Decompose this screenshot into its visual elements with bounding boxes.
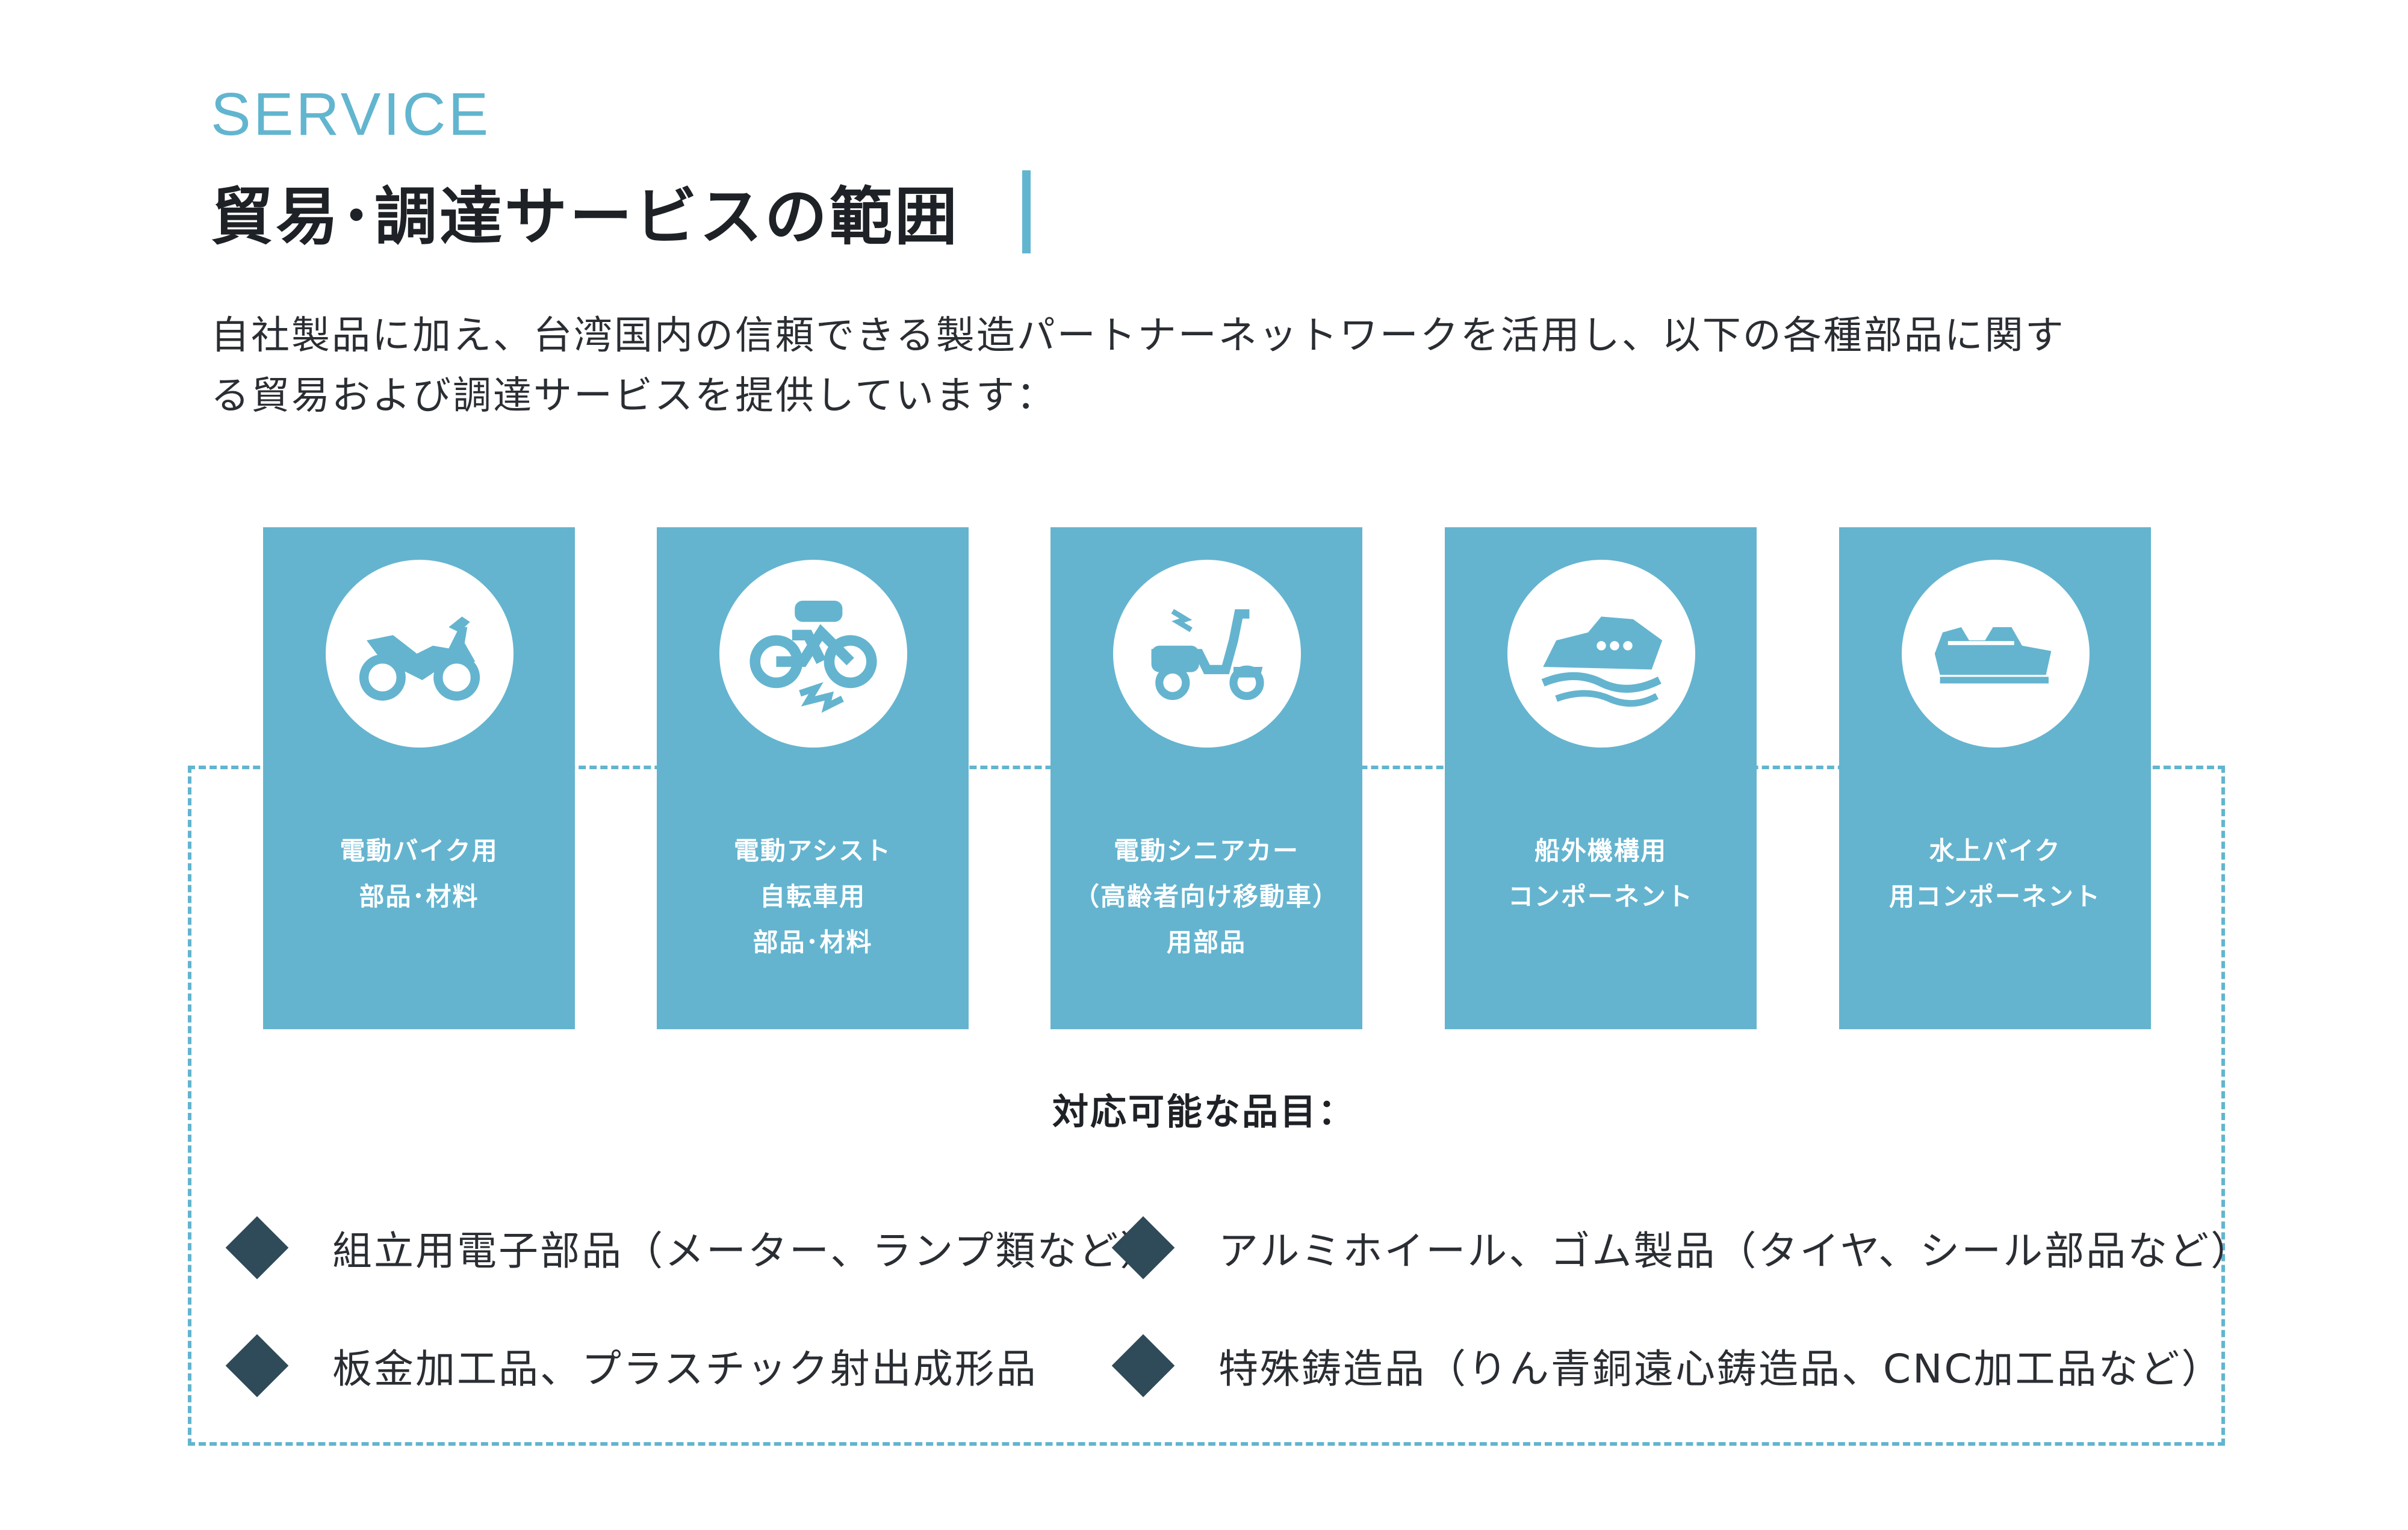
icon-circle [1902,560,2090,748]
card-label-line: 電動シニアカー [1113,836,1299,866]
service-card-boat: 船外機構用 コンポーネント [1445,527,1757,1029]
diamond-bullet-icon [1111,1334,1175,1398]
list-item: 組立用電子部品（メーター、ランプ類など） [223,1216,1162,1280]
list-item: 板金加工品、プラスチック射出成形品 [223,1334,1038,1398]
items-heading: 対応可能な品目： [1052,1091,1356,1133]
page-title: 貿易･調達サービスの範囲 [211,179,960,253]
service-card-senior-scooter: 電動シニアカー （高齢者向け移動車） 用部品 [1050,527,1362,1029]
list-item-text: アルミホイール、ゴム製品（タイヤ、シール部品など） [1218,1228,2253,1274]
list-item-text: 特殊鋳造品（りん青銅遠心鋳造品、CNC加工品など） [1218,1346,2223,1392]
icon-circle [719,560,907,748]
card-label: 電動シニアカー （高齢者向け移動車） 用部品 [1050,828,1362,965]
motorcycle-icon [359,616,480,701]
title-accent-bar [1022,170,1031,253]
intro-line-1: 自社製品に加え、台湾国内の信頼できる製造パートナーネットワークを活用し、以下の各… [211,314,2065,358]
icon-circle [326,560,514,748]
list-item: アルミホイール、ゴム製品（タイヤ、シール部品など） [1109,1216,2253,1280]
electric-bicycle-icon [749,601,877,713]
card-label-line: 自転車用 [759,882,866,911]
card-label-line: 電動アシスト [733,836,892,866]
intro-line-2: る貿易および調達サービスを提供しています： [211,374,1057,418]
diamond-bullet-icon [225,1216,289,1280]
card-label-line: 用コンポーネント [1888,882,2101,911]
jet-ski-icon [1934,627,2052,684]
card-label: 水上バイク 用コンポーネント [1839,828,2151,920]
card-label-line: 電動バイク用 [340,836,498,866]
card-label-line: 船外機構用 [1534,836,1667,866]
list-item: 特殊鋳造品（りん青銅遠心鋳造品、CNC加工品など） [1109,1334,2223,1398]
card-label: 電動アシスト 自転車用 部品･材料 [657,828,969,965]
card-label-line: 水上バイク [1929,836,2061,866]
card-label-line: 用部品 [1166,928,1246,957]
card-label-line: （高齢者向け移動車） [1073,882,1339,911]
service-card-electric-bicycle: 電動アシスト 自転車用 部品･材料 [657,527,969,1029]
electric-scooter-icon [1151,609,1264,700]
icon-circle [1113,560,1301,748]
service-card-jet-ski: 水上バイク 用コンポーネント [1839,527,2151,1029]
card-label-line: 部品･材料 [752,928,873,957]
card-label-line: 部品･材料 [359,882,479,911]
diamond-bullet-icon [225,1334,289,1398]
icon-circle [1507,560,1695,748]
service-card-motorcycle: 電動バイク用 部品･材料 [263,527,575,1029]
card-label: 船外機構用 コンポーネント [1445,828,1757,920]
card-label-line: コンポーネント [1507,882,1693,911]
boat-icon [1541,616,1663,707]
list-item-text: 板金加工品、プラスチック射出成形品 [332,1346,1038,1392]
diamond-bullet-icon [1111,1216,1175,1280]
section-eyebrow: SERVICE [211,81,491,148]
card-label: 電動バイク用 部品･材料 [263,828,575,920]
list-item-text: 組立用電子部品（メーター、ランプ類など） [332,1228,1162,1274]
